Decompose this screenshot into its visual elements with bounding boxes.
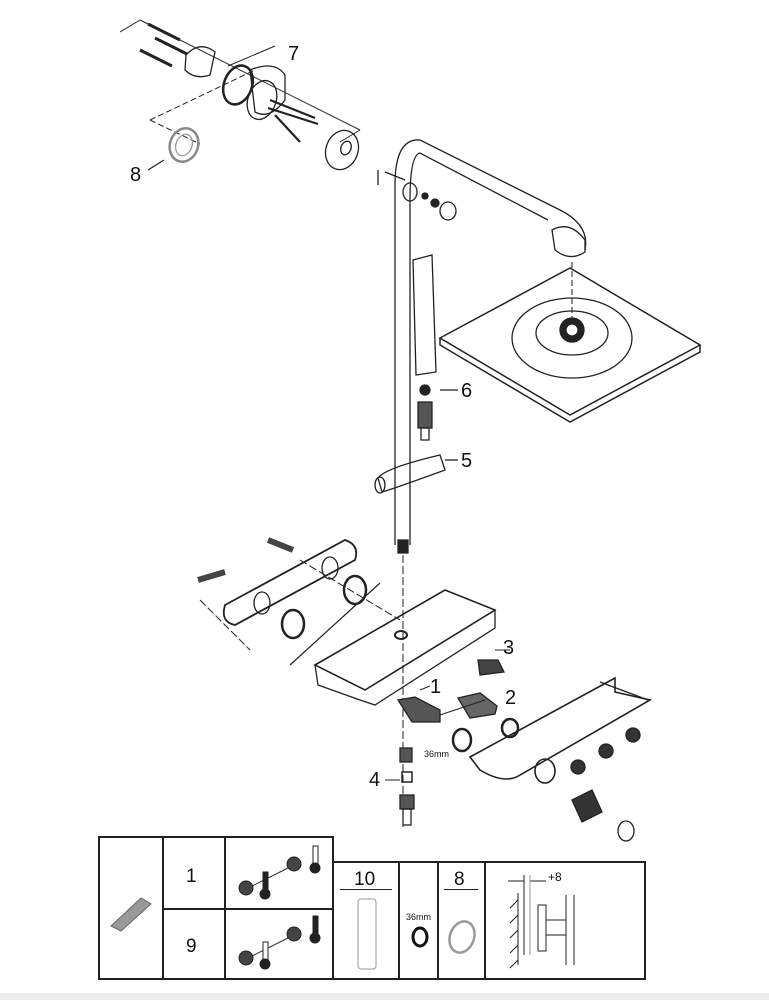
control-panel (468, 676, 653, 842)
thermostat-shelf (313, 555, 497, 830)
wall-bracket-assembly (119, 19, 361, 145)
ring-number-8: 8 (454, 869, 465, 890)
footer-bar (0, 993, 769, 1000)
slide-holder (374, 454, 458, 494)
hand-shower (412, 254, 458, 441)
cartridge-1 (396, 696, 441, 723)
shower-riser (377, 139, 587, 554)
row-number-1: 1 (186, 866, 197, 887)
wall-offset-icon (508, 875, 575, 969)
offset-label: +8 (548, 870, 562, 884)
cartridge-2 (456, 692, 520, 739)
socket-tool-icon (357, 898, 377, 970)
escutcheon (324, 129, 360, 171)
connector-4 (399, 747, 415, 826)
row-number-9: 9 (186, 936, 197, 957)
callout-3: 3 (503, 637, 515, 659)
callout-7: 7 (288, 43, 300, 65)
seal-ring-8 (147, 127, 200, 171)
callout-1: 1 (430, 676, 442, 698)
cartridge-thumb-icon (110, 897, 152, 932)
legend-table-left: 1 9 (98, 836, 334, 980)
callout-4: 4 (369, 769, 381, 791)
wall-plate (197, 537, 401, 666)
callout-5: 5 (461, 450, 473, 472)
tool-number-10: 10 (354, 869, 376, 890)
nut-icon (411, 926, 429, 948)
wrench-size-label: 36mm (424, 749, 450, 759)
callout-6: 6 (461, 380, 473, 402)
callout-8: 8 (130, 164, 142, 186)
seal-ring-icon (448, 920, 476, 954)
hot-cold-icon-9 (238, 915, 321, 970)
callout-2: 2 (505, 687, 517, 709)
hot-cold-icon-1 (238, 845, 321, 900)
wrench-label: 36mm (406, 912, 432, 922)
legend-table-right: 10 36mm 8 +8 (332, 861, 646, 980)
nut-36mm (451, 727, 473, 753)
shower-head (438, 262, 702, 423)
valve-3 (477, 659, 505, 676)
leader-lines (227, 45, 510, 781)
